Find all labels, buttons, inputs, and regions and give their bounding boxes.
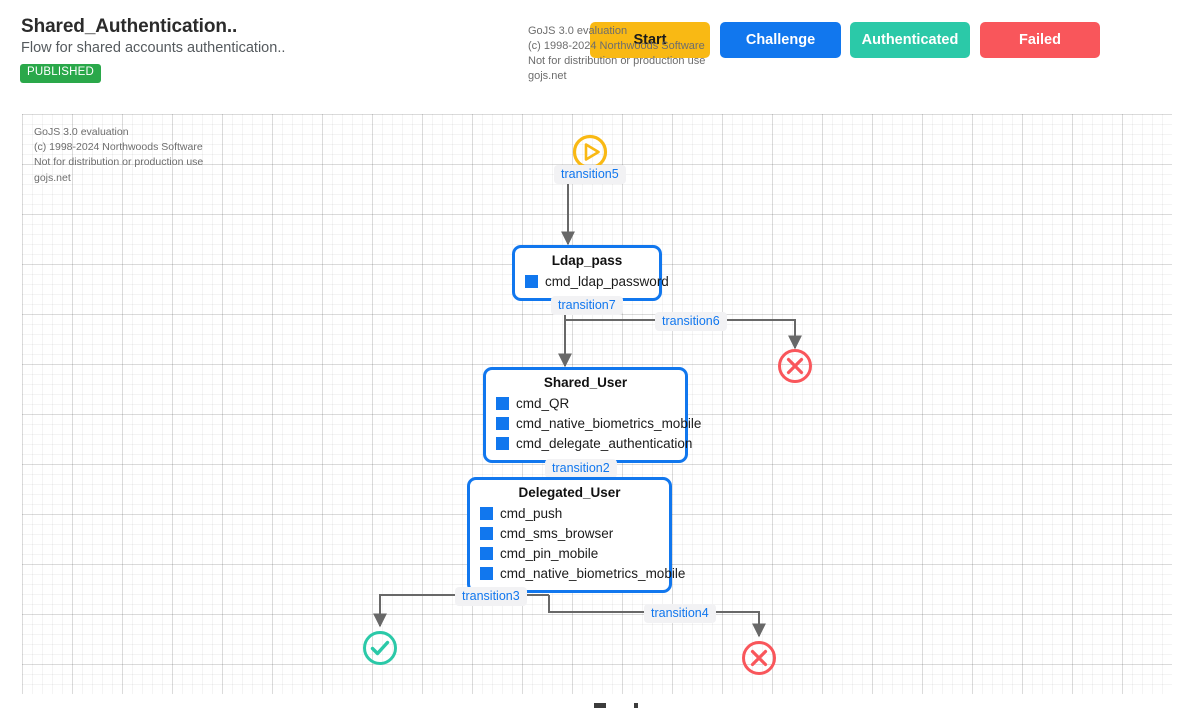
node-item-label: cmd_native_biometrics_mobile xyxy=(500,565,686,581)
page-title: Shared_Authentication.. xyxy=(21,16,238,37)
node-item[interactable]: cmd_delegate_authentication xyxy=(496,433,692,453)
port-icon[interactable] xyxy=(480,526,493,540)
link-label-transition2[interactable]: transition2 xyxy=(545,459,617,479)
node-ldap-pass[interactable]: Ldap_pass cmd_ldap_password xyxy=(512,245,669,301)
port-icon[interactable] xyxy=(480,566,493,580)
node-item-label: cmd_QR xyxy=(516,395,570,411)
link-label-transition3[interactable]: transition3 xyxy=(455,587,527,607)
node-delegated-user[interactable]: Delegated_User cmd_push cmd_sms_browser … xyxy=(467,477,685,593)
node-item-label: cmd_sms_browser xyxy=(500,525,614,541)
legend-failed-button[interactable]: Failed xyxy=(980,22,1100,58)
link-label-transition6[interactable]: transition6 xyxy=(655,312,727,332)
node-item[interactable]: cmd_native_biometrics_mobile xyxy=(496,413,701,433)
node-failed-bottom[interactable] xyxy=(741,640,777,676)
bottom-toolbar-cropped xyxy=(0,694,1194,711)
page-subtitle: Flow for shared accounts authentication.… xyxy=(21,40,286,56)
node-item[interactable]: cmd_pin_mobile xyxy=(480,543,659,563)
port-icon[interactable] xyxy=(480,546,493,560)
node-item-label: cmd_native_biometrics_mobile xyxy=(516,415,702,431)
legend-challenge-button[interactable]: Challenge xyxy=(720,22,841,58)
node-failed-top[interactable] xyxy=(777,348,813,384)
toolbar-glyph-icon xyxy=(634,703,638,708)
toolbar-glyph-icon xyxy=(594,703,606,708)
node-title: Ldap_pass xyxy=(551,253,623,268)
legend-authenticated-button[interactable]: Authenticated xyxy=(850,22,970,58)
node-shared-user[interactable]: Shared_User cmd_QR cmd_native_biometrics… xyxy=(483,367,701,463)
port-icon[interactable] xyxy=(525,274,538,288)
port-icon[interactable] xyxy=(496,396,509,410)
flow-header: Shared_Authentication.. Flow for shared … xyxy=(0,0,1194,100)
port-icon[interactable] xyxy=(496,416,509,430)
port-icon[interactable] xyxy=(496,436,509,450)
gojs-watermark-canvas: GoJS 3.0 evaluation (c) 1998-2024 Northw… xyxy=(34,126,204,184)
node-title: Delegated_User xyxy=(518,485,621,500)
x-circle-icon xyxy=(742,641,776,675)
node-authenticated[interactable] xyxy=(362,630,398,666)
node-item-label: cmd_delegate_authentication xyxy=(516,435,693,451)
status-badge: PUBLISHED xyxy=(20,64,101,83)
node-item[interactable]: cmd_native_biometrics_mobile xyxy=(480,563,685,583)
node-item-label: cmd_push xyxy=(500,505,563,521)
node-item[interactable]: cmd_QR xyxy=(496,393,675,413)
link-label-transition4[interactable]: transition4 xyxy=(644,604,716,624)
node-item[interactable]: cmd_push xyxy=(480,503,659,523)
check-circle-icon xyxy=(363,631,397,665)
node-item[interactable]: cmd_sms_browser xyxy=(480,523,659,543)
flow-diagram-canvas[interactable]: GoJS 3.0 evaluation (c) 1998-2024 Northw… xyxy=(22,114,1172,694)
x-circle-icon xyxy=(778,349,812,383)
link-label-transition7[interactable]: transition7 xyxy=(551,296,623,316)
node-item-label: cmd_pin_mobile xyxy=(500,545,599,561)
node-title: Shared_User xyxy=(543,375,628,390)
port-icon[interactable] xyxy=(480,506,493,520)
node-item-label: cmd_ldap_password xyxy=(545,273,669,289)
node-item[interactable]: cmd_ldap_password xyxy=(525,271,669,291)
legend-start-button[interactable]: Start xyxy=(590,22,710,58)
link-label-transition5[interactable]: transition5 xyxy=(554,165,626,185)
